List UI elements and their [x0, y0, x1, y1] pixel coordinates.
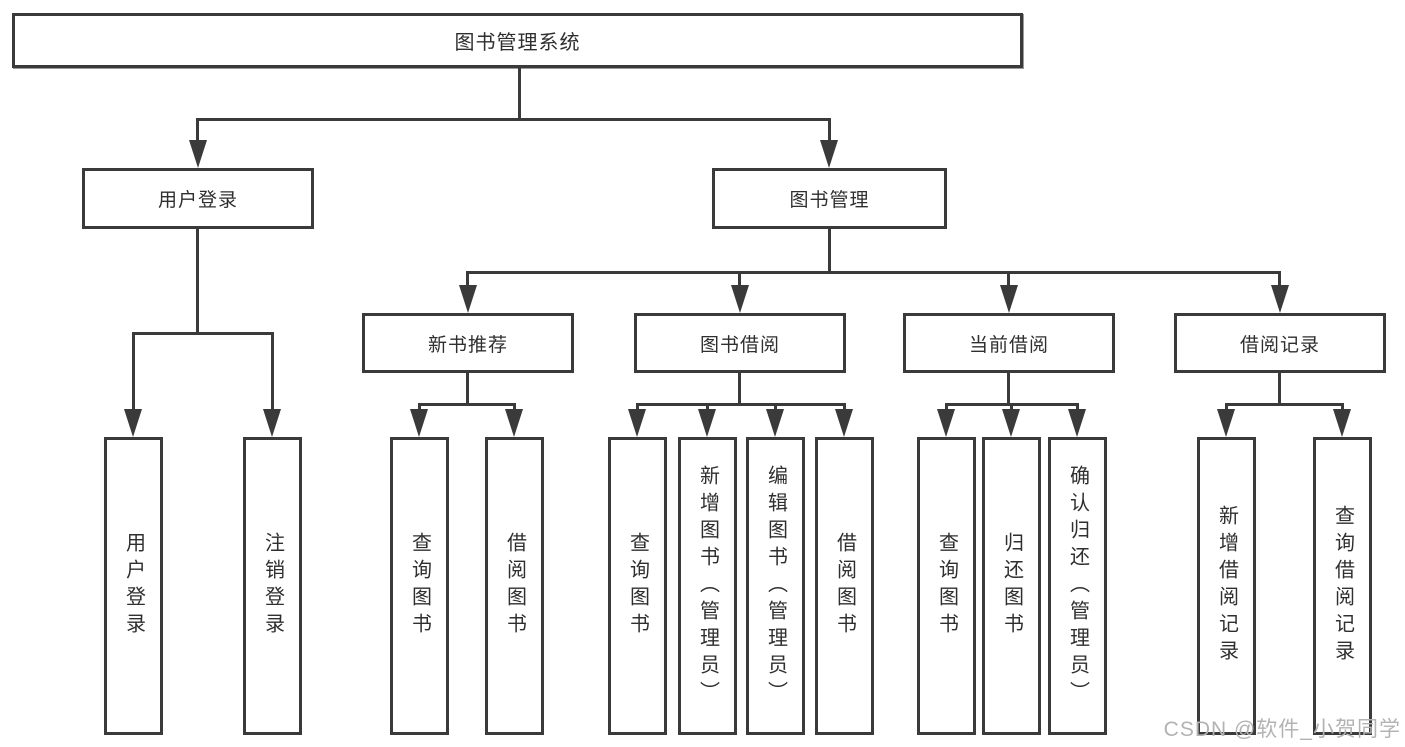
- node-group-borrow-records: 借阅记录: [1174, 313, 1386, 373]
- connector-group2-stem: [738, 373, 741, 406]
- leaf-node-borrow-books: 借阅图书: [815, 437, 874, 735]
- connector-drop-group-current-borrow: [1007, 271, 1010, 289]
- leaf-node-add-borrow-record: 新增借阅记录: [1197, 437, 1256, 735]
- node-group-current-borrow: 当前借阅: [903, 313, 1115, 373]
- leaf-node-search-borrow-record: 查询借阅记录: [1313, 437, 1372, 735]
- arrow-to-g2-leaf2: [698, 409, 716, 437]
- arrow-to-g1-leaf2: [505, 409, 523, 437]
- connector-drop-g2-leaf3: [774, 403, 777, 413]
- node-book-management: 图书管理: [712, 168, 947, 229]
- connector-drop-g4-leaf1: [1225, 403, 1228, 413]
- csdn-watermark: CSDN @软件_小贺同学: [1163, 718, 1401, 741]
- arrow-to-g3-leaf3: [1068, 409, 1086, 437]
- leaf-node-user-login: 用户登录: [104, 437, 163, 735]
- node-label: 新书推荐: [427, 334, 508, 356]
- node-label: 查询图书: [626, 532, 649, 640]
- arrow-to-g1-leaf1: [410, 409, 428, 437]
- leaf-node-logout: 注销登录: [243, 437, 302, 735]
- connector-drop-user-login: [196, 118, 199, 144]
- arrow-to-book-management: [820, 140, 838, 168]
- node-label: 借阅图书: [833, 532, 856, 640]
- connector-drop-g3-leaf3: [1076, 403, 1079, 413]
- connector-drop-group-borrow-records: [1278, 271, 1281, 289]
- node-group-book-borrow: 图书借阅: [634, 313, 846, 373]
- arrow-to-g4-leaf2: [1333, 409, 1351, 437]
- leaf-node-confirm-return-admin: 确认归还（管理员）: [1048, 437, 1107, 735]
- connector-drop-leaf-user-login: [132, 332, 135, 412]
- node-label: 新增图书（管理员）: [696, 464, 719, 708]
- node-label: 查询图书: [935, 532, 958, 640]
- arrow-to-g4-leaf1: [1217, 409, 1235, 437]
- connector-user-login-rail: [132, 332, 274, 335]
- node-root-library-management-system: 图书管理系统: [12, 13, 1023, 68]
- connector-book-management-stem: [828, 229, 831, 274]
- node-label: 注销登录: [261, 532, 284, 640]
- leaf-node-search-books-newbooks: 查询图书: [390, 437, 449, 735]
- arrow-to-leaf-logout: [263, 409, 281, 437]
- connector-drop-g3-leaf1: [945, 403, 948, 413]
- leaf-node-edit-books-admin: 编辑图书（管理员）: [746, 437, 805, 735]
- connector-drop-book-management: [828, 118, 831, 144]
- node-label: 确认归还（管理员）: [1066, 464, 1089, 708]
- connector-groups-rail: [466, 271, 1281, 274]
- node-label: 图书管理: [789, 190, 870, 211]
- node-label: 借阅记录: [1239, 334, 1320, 356]
- node-label: 查询借阅记录: [1331, 505, 1354, 667]
- connector-root-stem: [518, 68, 521, 120]
- arrow-to-leaf-user-login: [124, 409, 142, 437]
- connector-drop-g1-leaf2: [513, 403, 516, 413]
- node-label: 当前借阅: [968, 334, 1049, 356]
- leaf-node-search-books-borrow: 查询图书: [608, 437, 667, 735]
- arrow-to-group-borrow-records: [1271, 285, 1289, 313]
- leaf-node-search-books-current: 查询图书: [917, 437, 976, 735]
- leaf-node-borrow-books-newbooks: 借阅图书: [485, 437, 544, 735]
- arrow-to-g2-leaf4: [835, 409, 853, 437]
- connector-drop-g1-leaf1: [418, 403, 421, 413]
- connector-drop-group-book-borrow: [738, 271, 741, 289]
- node-label: 图书借阅: [699, 334, 780, 356]
- arrow-to-g3-leaf1: [937, 409, 955, 437]
- connector-group1-stem: [466, 373, 469, 406]
- connector-drop-g3-leaf2: [1010, 403, 1013, 413]
- connector-group2-rail: [636, 403, 846, 406]
- arrow-to-user-login: [189, 140, 207, 168]
- node-label: 查询图书: [408, 532, 431, 640]
- arrow-to-g3-leaf2: [1002, 409, 1020, 437]
- connector-drop-g4-leaf2: [1341, 403, 1344, 413]
- connector-group1-rail: [418, 403, 516, 406]
- connector-user-login-stem: [196, 229, 199, 335]
- arrow-to-group-book-borrow: [731, 285, 749, 313]
- node-label: 编辑图书（管理员）: [764, 464, 787, 708]
- node-label: 用户登录: [122, 532, 145, 640]
- arrow-to-group-new-books: [459, 285, 477, 313]
- connector-drop-g2-leaf2: [706, 403, 709, 413]
- node-label: 新增借阅记录: [1215, 505, 1238, 667]
- connector-group4-stem: [1278, 373, 1281, 406]
- node-label: 图书管理系统: [454, 32, 581, 54]
- node-label: 用户登录: [157, 190, 238, 211]
- connector-drop-g2-leaf4: [843, 403, 846, 413]
- connector-drop-leaf-logout: [271, 332, 274, 412]
- arrow-to-g2-leaf1: [628, 409, 646, 437]
- connector-level1-rail: [196, 118, 831, 121]
- arrow-to-g2-leaf3: [766, 409, 784, 437]
- node-label: 借阅图书: [503, 532, 526, 640]
- leaf-node-return-books: 归还图书: [982, 437, 1041, 735]
- node-group-new-books: 新书推荐: [362, 313, 574, 373]
- connector-drop-g2-leaf1: [636, 403, 639, 413]
- connector-drop-group-new-books: [466, 271, 469, 289]
- connector-group3-stem: [1007, 373, 1010, 406]
- arrow-to-group-current-borrow: [1000, 285, 1018, 313]
- node-user-login: 用户登录: [82, 168, 314, 229]
- connector-group4-rail: [1225, 403, 1344, 406]
- node-label: 归还图书: [1000, 532, 1023, 640]
- leaf-node-add-books-admin: 新增图书（管理员）: [678, 437, 737, 735]
